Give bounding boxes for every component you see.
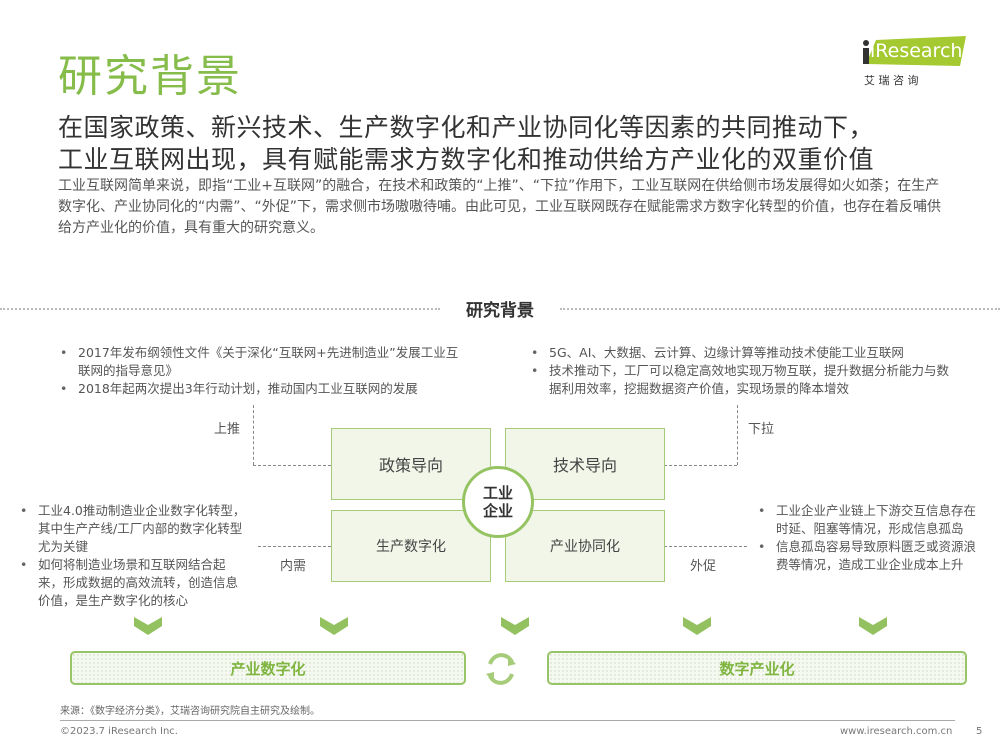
section-title: 研究背景 bbox=[466, 301, 534, 321]
list-item: 工业企业产业链上下游交互信息存在时延、阻塞等情况，形成信息孤岛 bbox=[754, 502, 976, 538]
headline-line-1: 在国家政策、新兴技术、生产数字化和产业协同化等因素的共同推动下， bbox=[58, 113, 875, 142]
bar-industry-digitization: 产业数字化 bbox=[70, 651, 466, 685]
logo-mark bbox=[863, 36, 966, 66]
center-circle: 工业 企业 bbox=[462, 466, 534, 538]
list-item: 2017年发布纲领性文件《关于深化“互联网+先进制造业”发展工业互联网的指导意见… bbox=[56, 344, 466, 380]
industry-bullets: 工业企业产业链上下游交互信息存在时延、阻塞等情况，形成信息孤岛 信息孤岛容易导致… bbox=[754, 502, 976, 574]
list-item: 技术推动下，工厂可以稳定高效地实现万物互联，提升数据分析能力与数据利用效率，挖掘… bbox=[527, 362, 952, 398]
label-push-up: 上推 bbox=[214, 422, 241, 437]
chevron-down-icon bbox=[501, 617, 529, 635]
headline-line-2: 工业互联网出现，具有赋能需求方数字化和推动供给方产业化的双重价值 bbox=[58, 145, 875, 174]
list-item: 工业4.0推动制造业企业数字化转型，其中生产产线/工厂内部的数字化转型尤为关键 bbox=[16, 502, 250, 556]
intro-paragraph: 工业互联网简单来说，即指“工业+互联网”的融合，在技术和政策的“上推”、“下拉”… bbox=[58, 178, 942, 236]
label-pull-down: 下拉 bbox=[748, 422, 775, 437]
dotted-divider bbox=[560, 308, 1000, 310]
connector-line bbox=[253, 405, 254, 465]
dotted-divider bbox=[0, 308, 440, 310]
connector-line bbox=[253, 465, 331, 466]
page-title: 研究背景 bbox=[58, 51, 242, 102]
connector-line bbox=[664, 465, 737, 466]
connector-line bbox=[664, 546, 747, 547]
cycle-icon bbox=[486, 653, 516, 685]
center-text-1: 工业 bbox=[482, 484, 513, 502]
box-collab: 产业协同化 bbox=[505, 510, 665, 582]
connector-line bbox=[737, 405, 738, 465]
tech-bullets: 5G、AI、大数据、云计算、边缘计算等推动技术使能工业互联网 技术推动下，工厂可… bbox=[527, 344, 952, 398]
page-number: 5 bbox=[976, 726, 983, 737]
iresearch-logo: iResearch 艾 瑞 咨 询 bbox=[858, 34, 968, 90]
box-production: 生产数字化 bbox=[331, 510, 491, 582]
chevron-down-icon bbox=[320, 617, 348, 635]
list-item: 2018年起两次提出3年行动计划，推动国内工业互联网的发展 bbox=[56, 380, 466, 398]
bar-digital-industrialization: 数字产业化 bbox=[547, 651, 967, 685]
logo-cn: 艾 瑞 咨 询 bbox=[864, 74, 919, 87]
production-bullets: 工业4.0推动制造业企业数字化转型，其中生产产线/工厂内部的数字化转型尤为关键 … bbox=[16, 502, 250, 610]
list-item: 5G、AI、大数据、云计算、边缘计算等推动技术使能工业互联网 bbox=[527, 344, 952, 362]
list-item: 如何将制造业场景和互联网结合起来，形成数据的高效流转，创造信息价值，是生产数字化… bbox=[16, 556, 250, 610]
copyright: ©2023.7 iResearch Inc. bbox=[60, 726, 178, 737]
label-internal: 内需 bbox=[280, 559, 307, 574]
center-text-2: 企业 bbox=[482, 502, 513, 520]
website-link[interactable]: www.iresearch.com.cn bbox=[840, 726, 953, 737]
label-external: 外促 bbox=[690, 559, 717, 574]
policy-bullets: 2017年发布纲领性文件《关于深化“互联网+先进制造业”发展工业互联网的指导意见… bbox=[56, 344, 466, 398]
chevron-row bbox=[134, 617, 887, 635]
footer-divider bbox=[60, 720, 955, 721]
section-header: 研究背景 bbox=[0, 296, 1000, 321]
list-item: 信息孤岛容易导致原料匮乏或资源浪费等情况，造成工业企业成本上升 bbox=[754, 538, 976, 574]
connector-line bbox=[258, 546, 331, 547]
box-tech: 技术导向 bbox=[505, 428, 665, 500]
chevron-down-icon bbox=[859, 617, 887, 635]
source-note: 来源：《数字经济分类》，艾瑞咨询研究院自主研究及绘制。 bbox=[60, 706, 320, 717]
logo-brand: iResearch bbox=[870, 40, 963, 62]
chevron-down-icon bbox=[134, 617, 162, 635]
chevron-down-icon bbox=[683, 617, 711, 635]
